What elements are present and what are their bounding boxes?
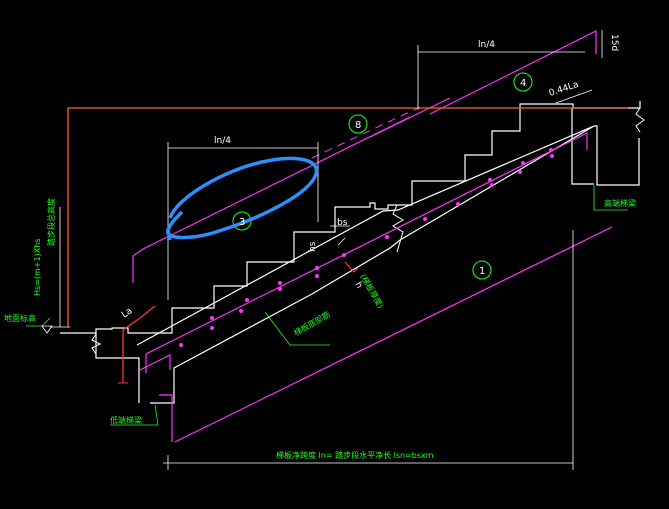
ln4-mid-label: ln/4: [214, 136, 231, 146]
low-beam-label: 低端梯梁: [110, 415, 142, 425]
slab-bottom-note: 梯板底部筋: [292, 309, 332, 338]
ground-symbol: [41, 325, 53, 334]
top-15d-label: 15d: [609, 34, 619, 51]
bar-8-tag: 8: [355, 120, 361, 131]
bar-4-tag: 4: [520, 78, 526, 89]
h-thickness-label: h: [352, 281, 364, 291]
high-beam-label: 高端梯梁: [604, 198, 636, 208]
thickness-note: (梯板厚度): [358, 272, 386, 310]
ln4-top-label: ln/4: [478, 40, 495, 50]
rebar-4: [429, 30, 597, 115]
dimension-lines: [50, 30, 603, 470]
rebar-low-hook: [139, 354, 171, 371]
low-landing-outline: [95, 333, 140, 403]
stair-soffit-line: [150, 125, 640, 404]
la-small-label: La: [120, 306, 134, 320]
circle-tags: [232, 72, 533, 280]
stair-step-outline: [60, 101, 641, 334]
blue-highlight-ellipse: [166, 156, 319, 241]
rebar-dots: [179, 148, 554, 347]
bar-1-tag: 1: [479, 266, 485, 277]
break-symbol-low: [91, 333, 102, 355]
break-symbol-high: [635, 107, 645, 133]
rebar-3: [132, 116, 411, 283]
ground-left-label: 地面标高: [4, 313, 36, 323]
rebar-1: [174, 226, 613, 443]
left-height-note: 踏步段总高度: [46, 198, 56, 246]
hs-label: hs: [308, 241, 318, 252]
dashed-extension: [311, 106, 421, 159]
leader-lines: [26, 185, 628, 426]
bar-3-tag: 3: [239, 217, 245, 228]
rebar-group: [132, 30, 613, 443]
break-symbol-mid: [392, 204, 404, 253]
stair-slab-top: [136, 125, 595, 346]
rebar-3-extension: [369, 97, 451, 138]
rebar-main-top: [145, 132, 588, 373]
bs-label: bs: [337, 218, 348, 228]
bottom-dim-label: 梯板净跨度 ln= 踏步段水平净长 lsn=bsxm: [276, 450, 434, 460]
la-dimension-mark: [122, 305, 156, 383]
rebar-main-bottom: [159, 394, 173, 442]
high-landing-outline: [571, 108, 594, 185]
thickness-mark: [344, 261, 359, 273]
left-height-label: Hs=(m+1)Xhs: [33, 239, 42, 296]
rebar-8-line: [67, 107, 628, 327]
